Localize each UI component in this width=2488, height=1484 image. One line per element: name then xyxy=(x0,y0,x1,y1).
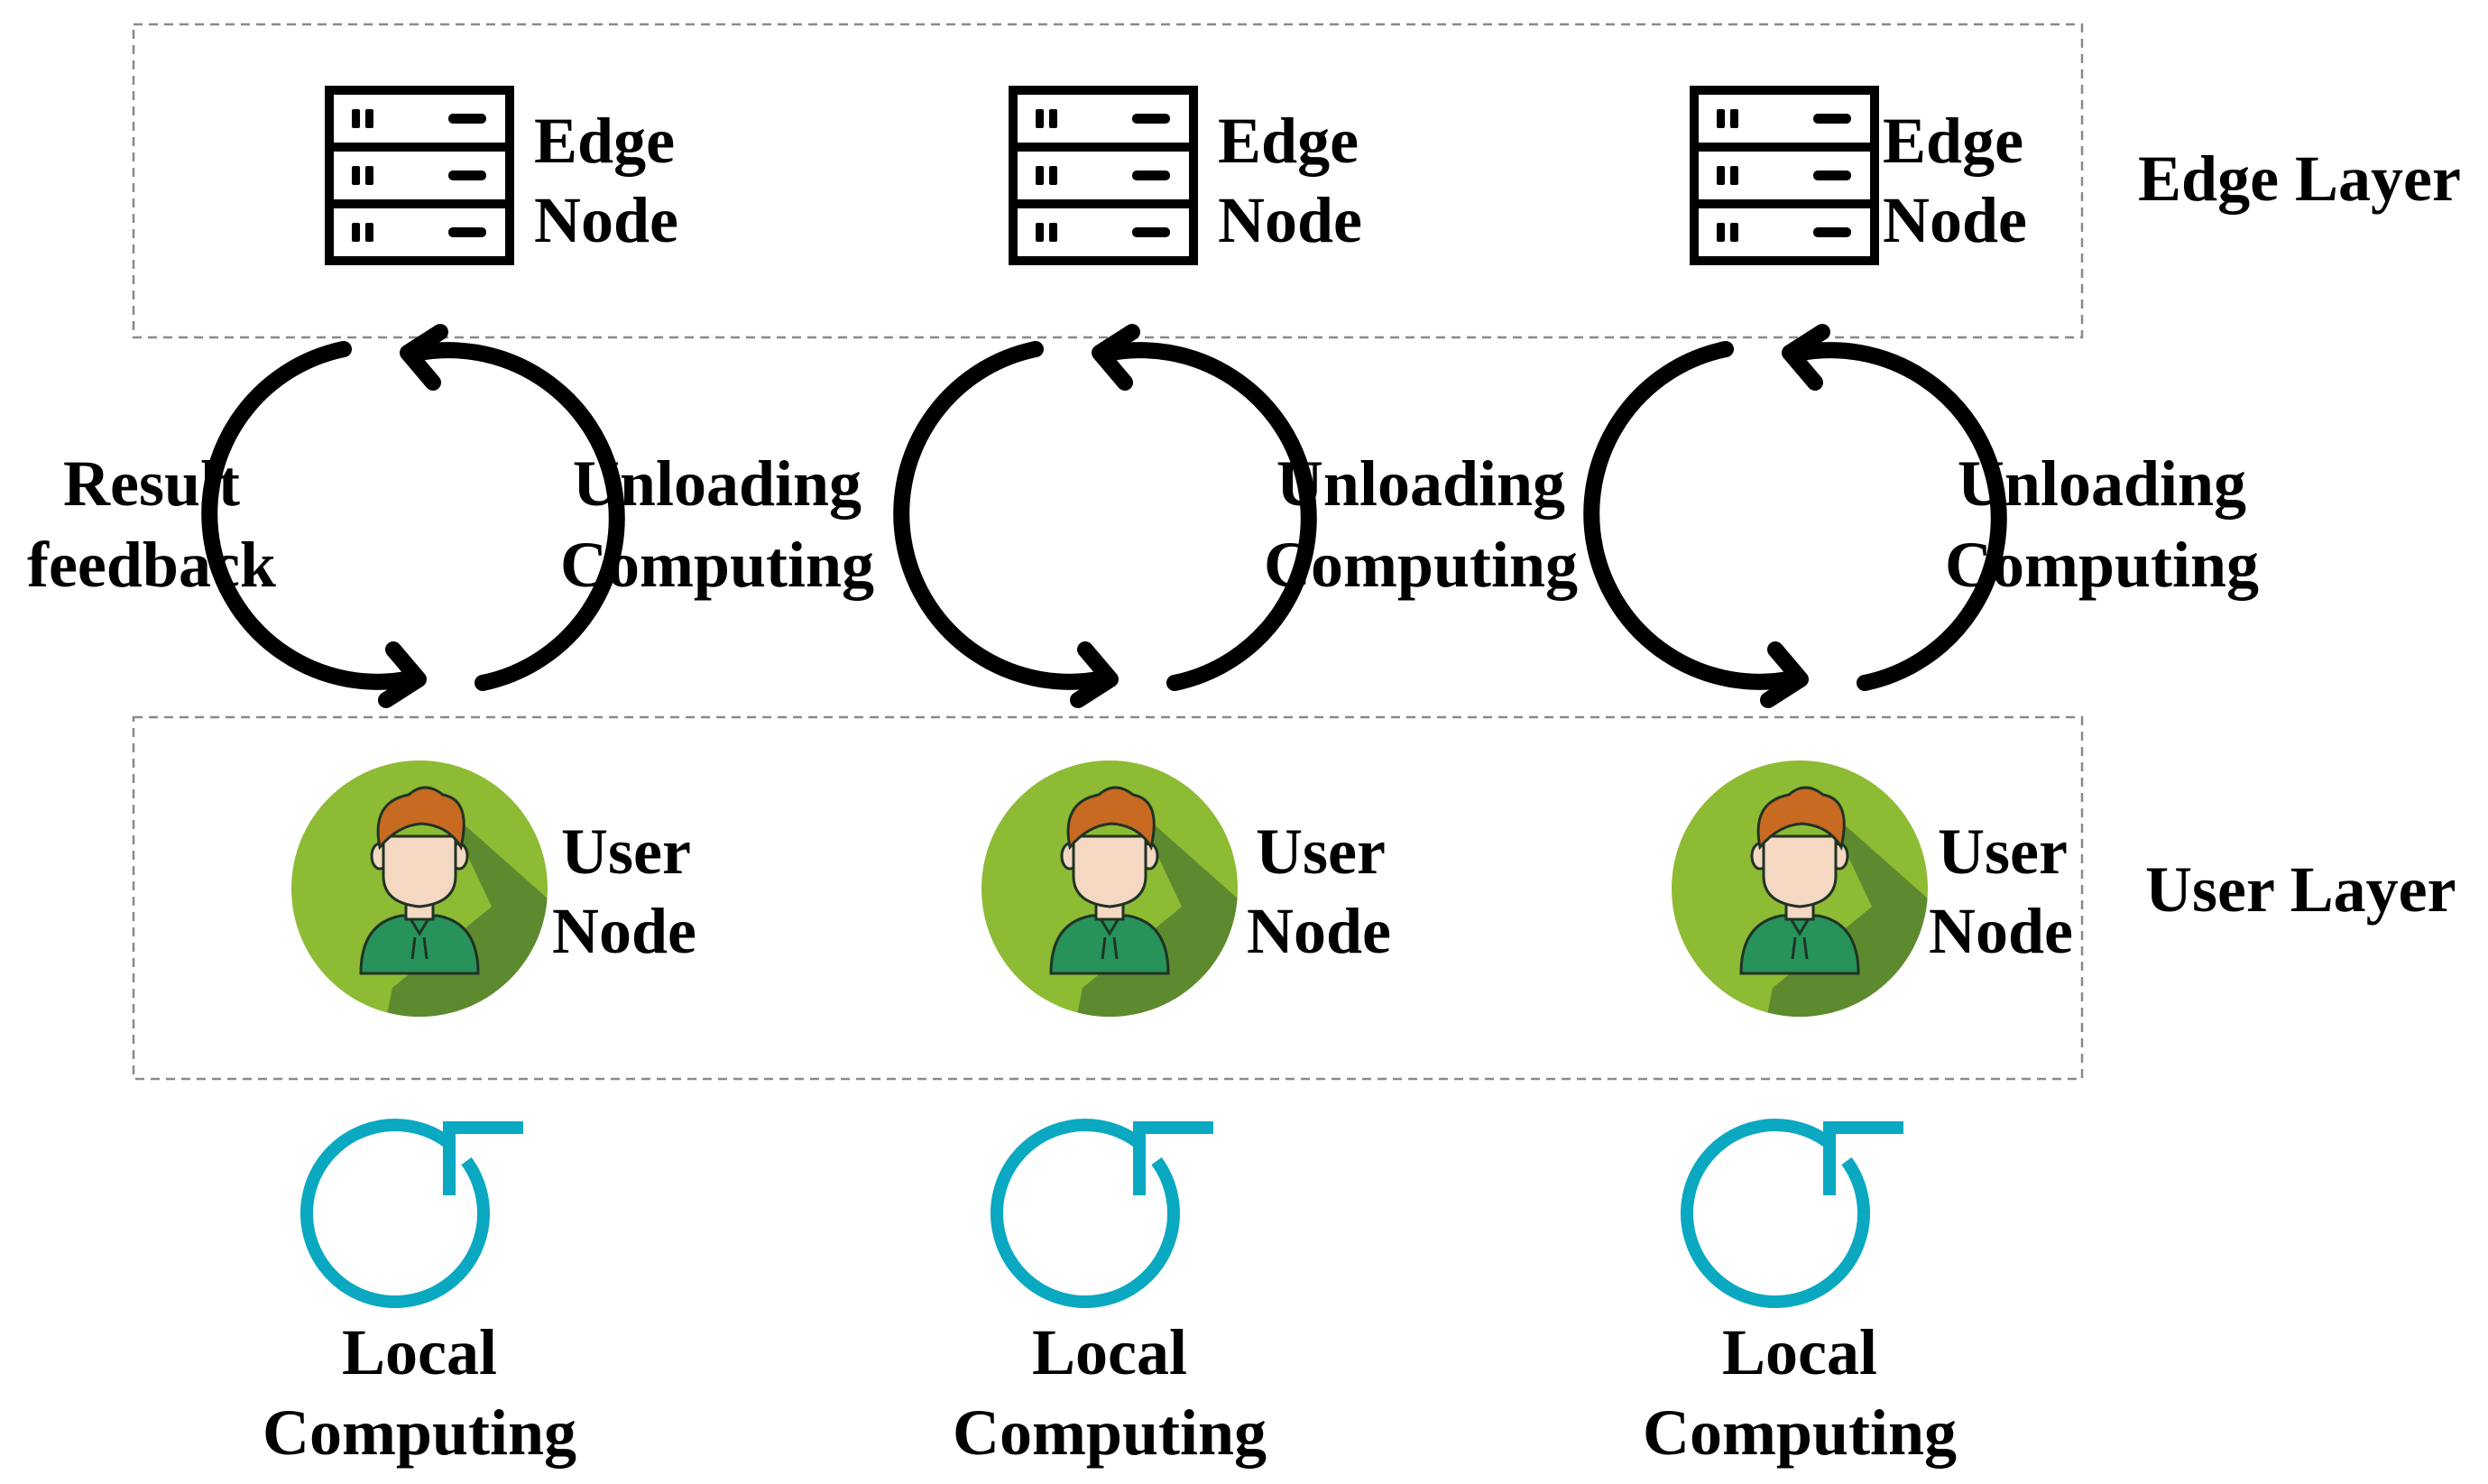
edge-node-label-line2: Node xyxy=(534,184,678,256)
local-computing-label-line1: Local xyxy=(342,1316,497,1388)
local-computing-label-line2: Computing xyxy=(1643,1396,1957,1469)
edge-node-label-line1: Edge xyxy=(1883,105,2023,177)
local-computing-label-line2: Computing xyxy=(953,1396,1267,1469)
bidirectional-cycle-arrow-icon xyxy=(209,332,616,700)
edge-node-label-line2: Node xyxy=(1218,184,1362,256)
server-rack-icon xyxy=(1013,90,1193,261)
edge-node-label-line1: Edge xyxy=(1218,105,1359,177)
local-computing-2: Local Computing xyxy=(953,1125,1267,1469)
refresh-loop-icon xyxy=(1687,1125,1903,1302)
edge-node-2: Edge Node xyxy=(1013,90,1362,261)
unloading-computing-label-line2: Computing xyxy=(560,529,874,601)
edge-layer-label: Edge Layer xyxy=(2138,143,2461,215)
user-node-label-line2: Node xyxy=(1929,895,2073,967)
user-layer-box xyxy=(132,715,2084,1081)
server-rack-icon xyxy=(1694,90,1875,261)
exchange-column-2: Unloading Computing xyxy=(901,332,1578,700)
result-feedback-label-line2: feedback xyxy=(27,529,276,601)
edge-node-1: Edge Node xyxy=(329,90,678,261)
local-computing-label-line1: Local xyxy=(1032,1316,1187,1388)
edge-node-label-line2: Node xyxy=(1883,184,2027,256)
local-computing-1: Local Computing xyxy=(263,1125,576,1469)
unloading-computing-label-line1: Unloading xyxy=(573,447,862,520)
unloading-computing-label-line2: Computing xyxy=(1945,529,2259,601)
exchange-column-3: Unloading Computing xyxy=(1591,332,2259,700)
local-computing-label-line1: Local xyxy=(1722,1316,1877,1388)
unloading-computing-label-line2: Computing xyxy=(1264,529,1578,601)
refresh-loop-icon xyxy=(307,1125,523,1302)
user-node-label-line1: User xyxy=(1256,816,1386,888)
user-node-label-line1: User xyxy=(561,816,691,888)
bidirectional-cycle-arrow-icon xyxy=(1591,332,1998,700)
local-computing-label-line2: Computing xyxy=(263,1396,576,1469)
exchange-column-1: Unloading Computing xyxy=(209,332,874,700)
edge-node-3: Edge Node xyxy=(1694,90,2027,261)
local-computing-3: Local Computing xyxy=(1643,1125,1957,1469)
user-node-1: User Node xyxy=(291,760,696,1069)
user-node-label-line2: Node xyxy=(552,895,696,967)
unloading-computing-label-line1: Unloading xyxy=(1276,447,1565,520)
bidirectional-cycle-arrow-icon xyxy=(901,332,1308,700)
user-node-2: User Node xyxy=(981,760,1391,1069)
user-node-label-line2: Node xyxy=(1247,895,1391,967)
edge-node-label-line1: Edge xyxy=(534,105,675,177)
unloading-computing-label-line1: Unloading xyxy=(1958,447,2246,520)
user-node-3: User Node xyxy=(1672,760,2073,1069)
user-layer-label: User Layer xyxy=(2145,853,2456,926)
edge-layer-box xyxy=(132,23,2084,339)
user-node-label-line1: User xyxy=(1938,816,2068,888)
server-rack-icon xyxy=(329,90,510,261)
refresh-loop-icon xyxy=(997,1125,1213,1302)
